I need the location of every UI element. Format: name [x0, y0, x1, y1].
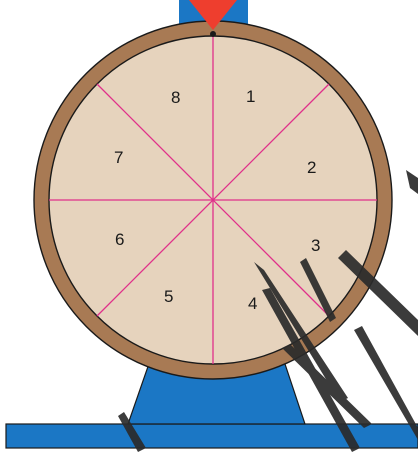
- section-number-8: 8: [171, 88, 180, 107]
- section-number-3: 3: [311, 236, 320, 255]
- section-number-7: 7: [114, 148, 123, 167]
- section-number-6: 6: [115, 230, 124, 249]
- section-number-2: 2: [307, 158, 316, 177]
- section-number-1: 1: [246, 87, 255, 106]
- section-number-4: 4: [248, 294, 257, 313]
- section-number-5: 5: [164, 287, 173, 306]
- pointer-pivot: [210, 31, 216, 37]
- watermark-stroke: [406, 170, 418, 194]
